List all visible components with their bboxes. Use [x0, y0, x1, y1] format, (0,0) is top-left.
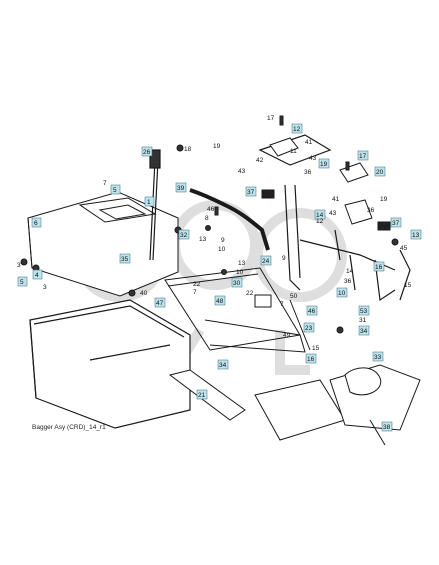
callout-label: 14 — [316, 212, 324, 219]
callout-label: 46 — [207, 206, 215, 213]
callout-label: 11 — [290, 148, 297, 155]
callout-label: 16 — [375, 264, 383, 271]
lower-bag — [29, 299, 191, 429]
callout-label: 43 — [309, 155, 317, 162]
callout-label: 12 — [293, 126, 301, 133]
callout-label: 5 — [20, 279, 24, 286]
callout-label: 23 — [305, 325, 313, 332]
callout-label: 50 — [290, 293, 298, 300]
callout-label: 1 — [147, 199, 151, 206]
callout-label: 30 — [233, 280, 241, 287]
callout-label: 6 — [34, 220, 38, 227]
callout-label: 7 — [103, 180, 107, 187]
callout-label: 31 — [359, 317, 367, 324]
callout-label: 7 — [280, 301, 284, 308]
callout-label: 8 — [205, 215, 209, 222]
callout-label: 19 — [320, 161, 328, 168]
callout-label: 45 — [400, 245, 408, 252]
callout-label: 36 — [304, 169, 312, 176]
callout-label: 22 — [193, 281, 201, 288]
callout-label: 10 — [236, 269, 244, 276]
callout-label: 24 — [262, 258, 270, 265]
callout-label: 15 — [404, 282, 412, 289]
callout-label: 19 — [380, 196, 388, 203]
callout-label: 26 — [143, 149, 151, 156]
callout-label: 18 — [184, 146, 192, 153]
chute-assembly — [168, 364, 421, 446]
callout-label: 35 — [121, 256, 129, 263]
callout-label: 22 — [246, 290, 254, 297]
callout-label: 41 — [305, 139, 313, 146]
callout-label: 13 — [199, 236, 207, 243]
callout-label: 17 — [359, 153, 367, 160]
callout-label: 41 — [332, 196, 340, 203]
diagram-caption: Bagger Asy (CRD)_14_r1 — [32, 424, 106, 431]
callout-label: 17 — [267, 115, 275, 122]
chute-hose — [189, 188, 270, 251]
callout-label: 20 — [376, 169, 384, 176]
bag-cover — [27, 191, 179, 297]
callout-label: 12 — [316, 218, 324, 225]
callout-label: 13 — [412, 232, 420, 239]
callout-label: 38 — [383, 424, 391, 431]
callout-label: 40 — [140, 290, 148, 297]
callout-label: 9 — [282, 255, 286, 262]
callout-label: 42 — [256, 157, 264, 164]
callout-label: 37 — [247, 189, 255, 196]
callout-label: 5 — [113, 187, 117, 194]
callout-label: 36 — [344, 278, 352, 285]
callout-label: 49 — [283, 332, 291, 339]
callout-label: 14 — [346, 268, 354, 275]
right-frame — [258, 134, 411, 302]
callout-label: 10 — [338, 290, 346, 297]
callout-label: 36 — [367, 207, 375, 214]
callout-label: 37 — [392, 220, 400, 227]
callout-label: 34 — [360, 328, 368, 335]
callout-box: 26 — [141, 146, 153, 157]
callout-label: 46 — [308, 308, 316, 315]
callout-label: 16 — [307, 356, 315, 363]
callout-label: 43 — [238, 168, 246, 175]
bracket-blocks — [261, 137, 391, 231]
callout-label: 32 — [180, 232, 188, 239]
frame-assembly — [164, 267, 311, 353]
callout-label: 10 — [218, 246, 226, 253]
callout-label: 9 — [221, 237, 225, 244]
fasteners — [20, 115, 399, 334]
callout-label: 34 — [219, 362, 227, 369]
callout-label: 43 — [329, 210, 337, 217]
callout-label: 15 — [312, 345, 320, 352]
callout-label: 33 — [374, 354, 382, 361]
callout-label: 48 — [216, 298, 224, 305]
handle-assembly — [149, 149, 161, 261]
callout-label: 7 — [193, 289, 197, 296]
callout-label: 39 — [177, 185, 185, 192]
callout-labels: 26 18 5 7 1 39 6 3 4 5 3 35 40 32 46 8 1… — [17, 115, 422, 432]
callout-label: 47 — [156, 300, 164, 307]
callout-label: 3 — [43, 284, 47, 291]
callout-label: 21 — [198, 392, 206, 399]
callout-label: 3 — [17, 262, 21, 269]
callout-label: 13 — [238, 260, 246, 267]
callout-label: 19 — [213, 143, 221, 150]
callout-label: 53 — [360, 308, 368, 315]
callout-label: 4 — [35, 272, 39, 279]
